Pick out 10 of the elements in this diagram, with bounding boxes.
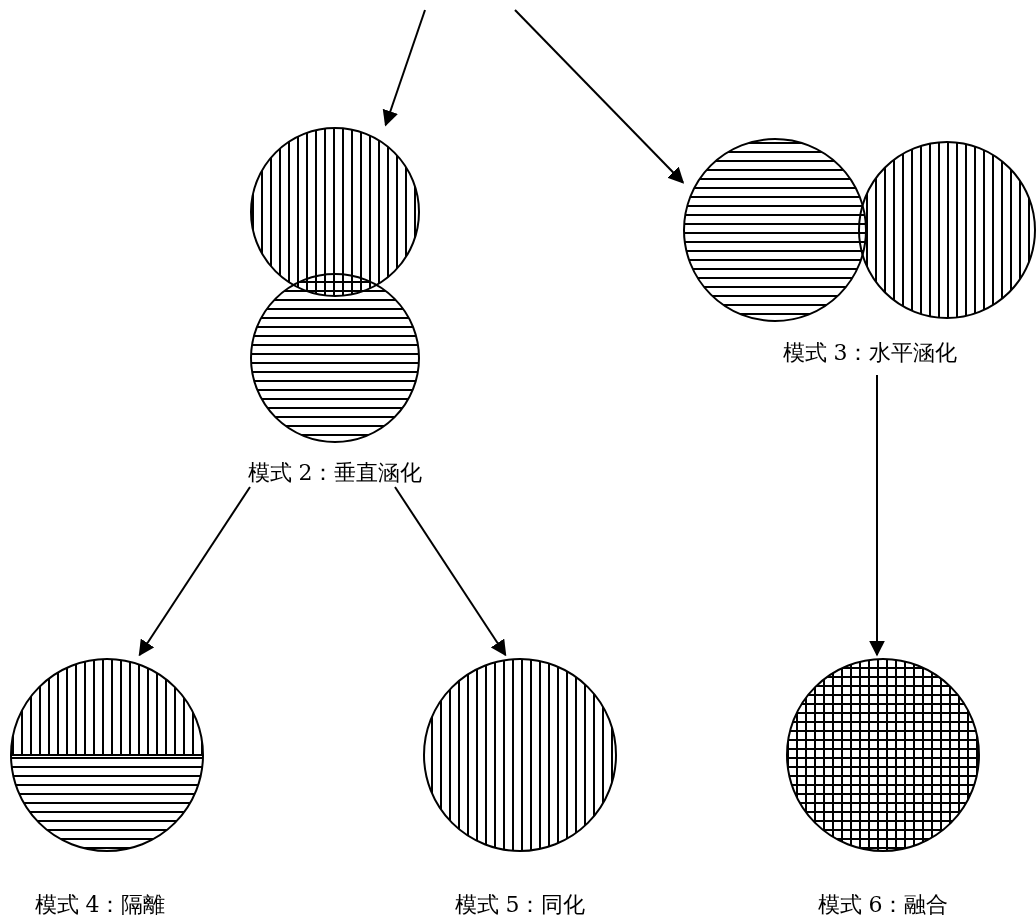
arrow <box>869 374 885 657</box>
arrow <box>514 9 685 184</box>
arrow <box>382 9 426 127</box>
arrow <box>138 486 251 657</box>
node-label: 模式 3：水平涵化 <box>782 339 958 367</box>
node-label: 模式 4：隔離 <box>34 891 166 915</box>
node-label: 模式 2：垂直涵化 <box>247 459 423 487</box>
node-label: 模式 6：融合 <box>817 891 949 915</box>
node-label: 模式 5：同化 <box>454 891 586 915</box>
arrow <box>394 486 507 657</box>
